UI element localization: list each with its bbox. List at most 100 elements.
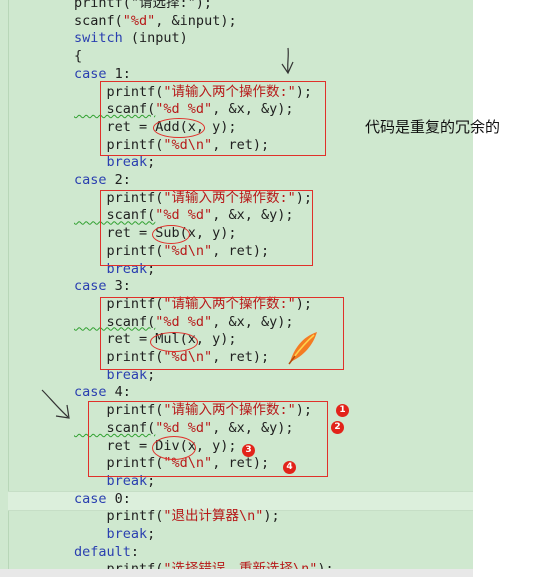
code-token: break xyxy=(74,526,148,542)
code-line[interactable]: break; xyxy=(74,153,156,171)
code-line[interactable]: printf("%d\n", ret); xyxy=(74,348,270,366)
diagonal-arrow-sketch-icon xyxy=(41,389,70,419)
code-token: case xyxy=(74,278,107,295)
code-line[interactable]: scanf("%d %d", &x, &y); xyxy=(74,419,294,437)
code-token: printf( xyxy=(74,83,164,100)
code-token: ( xyxy=(114,12,123,29)
code-token: "%d %d" xyxy=(155,313,213,330)
down-arrow-sketch-icon xyxy=(281,47,294,75)
current-line-highlight xyxy=(8,491,473,511)
code-line[interactable]: printf("请输入两个操作数:"); xyxy=(74,83,313,101)
annotation-text: 代码是重复的冗余的 xyxy=(365,118,501,136)
code-token: , &x, &y); xyxy=(212,101,294,118)
code-token: "退出计算器\n" xyxy=(163,508,264,525)
code-token: scanf xyxy=(74,12,115,29)
code-line[interactable]: printf("%d\n", ret); xyxy=(74,454,270,472)
code-token: "请输入两个操作数:" xyxy=(163,402,296,419)
code-token: 3: xyxy=(106,278,131,295)
step-badge-1: 1 xyxy=(336,404,349,417)
code-token: scanf( xyxy=(74,207,156,224)
code-token: printf( xyxy=(74,349,164,365)
feather-icon xyxy=(288,332,317,365)
case3-repeat-box xyxy=(100,297,344,370)
code-token: case xyxy=(74,384,107,401)
code-token: printf( xyxy=(74,295,164,312)
code-line[interactable]: break; xyxy=(74,366,156,384)
code-line[interactable]: printf("请输入两个操作数:"); xyxy=(74,295,313,313)
code-line[interactable]: printf("退出计算器\n"); xyxy=(74,507,280,525)
code-token: ); xyxy=(295,295,313,312)
code-token: ; xyxy=(147,366,156,383)
code-line[interactable]: scanf("%d %d", &x, &y); xyxy=(74,313,294,331)
mul-function-circle xyxy=(150,332,198,352)
code-token: printf( xyxy=(74,402,164,419)
status-strip xyxy=(0,569,473,577)
code-token: ); xyxy=(295,189,313,206)
code-line[interactable]: printf("请选择:"); xyxy=(74,0,212,12)
code-token: case xyxy=(74,65,107,82)
code-token: printf( xyxy=(74,136,164,153)
code-line[interactable]: { xyxy=(74,47,82,65)
code-token: ; xyxy=(147,526,156,542)
code-token: "请输入两个操作数:" xyxy=(163,295,296,312)
code-line[interactable]: break; xyxy=(74,260,156,278)
code-line[interactable]: case 2: xyxy=(74,171,131,189)
step-badge-4: 4 xyxy=(283,461,296,474)
case1-repeat-box xyxy=(100,81,326,156)
code-token: 4: xyxy=(106,384,131,401)
code-token: { xyxy=(74,48,83,65)
code-token: , ret); xyxy=(212,136,270,153)
code-token: "%d\n" xyxy=(163,242,213,259)
add-function-circle xyxy=(153,118,205,138)
step-badge-3: 3 xyxy=(242,444,255,457)
code-line[interactable]: scanf("%d %d", &x, &y); xyxy=(74,100,294,118)
code-token: printf("请选择:"); xyxy=(74,0,213,11)
code-line[interactable]: case 1: xyxy=(74,65,131,83)
code-line[interactable]: printf("请输入两个操作数:"); xyxy=(74,189,313,207)
code-line[interactable]: default: xyxy=(74,543,139,561)
code-token: , &x, &y); xyxy=(212,419,294,436)
code-token: printf( xyxy=(74,455,164,472)
code-line[interactable]: break; xyxy=(74,525,156,543)
code-token: scanf( xyxy=(74,313,156,330)
code-token: ; xyxy=(147,154,156,171)
code-token: 2: xyxy=(106,172,131,188)
code-token: 1: xyxy=(106,65,131,82)
code-token: "%d %d" xyxy=(155,207,213,224)
code-token: break xyxy=(74,366,148,383)
code-token: scanf( xyxy=(74,101,156,118)
code-line[interactable]: scanf("%d %d", &x, &y); xyxy=(74,206,294,224)
code-token: break xyxy=(74,260,148,277)
code-editor[interactable]: printf("请选择:");scanf("%d", &input);switc… xyxy=(0,0,473,577)
step-badge-2: 2 xyxy=(331,421,344,434)
code-line[interactable]: printf("%d\n", ret); xyxy=(74,136,270,154)
code-token: case xyxy=(74,490,107,507)
code-token: "%d %d" xyxy=(155,101,213,118)
code-line[interactable]: printf("%d\n", ret); xyxy=(74,242,270,260)
code-line[interactable]: printf("请输入两个操作数:"); xyxy=(74,401,313,419)
code-token: ); xyxy=(295,402,313,419)
code-token: (input) xyxy=(122,30,188,47)
code-line[interactable]: switch (input) xyxy=(74,29,188,47)
div-function-circle xyxy=(152,436,196,460)
code-token: scanf( xyxy=(74,419,156,436)
code-token: ); xyxy=(263,508,280,525)
code-token: , ret); xyxy=(212,242,270,259)
code-token: , &input); xyxy=(155,12,237,29)
code-token: "请输入两个操作数:" xyxy=(163,83,296,100)
code-token: , &x, &y); xyxy=(212,207,294,224)
code-token: ); xyxy=(295,83,313,100)
code-line[interactable]: case 3: xyxy=(74,277,131,295)
code-line[interactable]: case 4: xyxy=(74,383,131,401)
sub-function-circle xyxy=(152,225,190,244)
code-token: "%d\n" xyxy=(163,136,213,153)
code-token: ; xyxy=(147,260,156,277)
code-line[interactable]: case 0: xyxy=(74,490,131,508)
code-token: printf( xyxy=(74,508,164,525)
code-token: "%d %d" xyxy=(155,419,213,436)
code-token: "%d\n" xyxy=(163,349,213,365)
code-line[interactable]: scanf("%d", &input); xyxy=(74,12,237,30)
code-token: : xyxy=(130,543,140,560)
code-token: "请输入两个操作数:" xyxy=(163,189,296,206)
code-token: switch xyxy=(74,30,123,47)
